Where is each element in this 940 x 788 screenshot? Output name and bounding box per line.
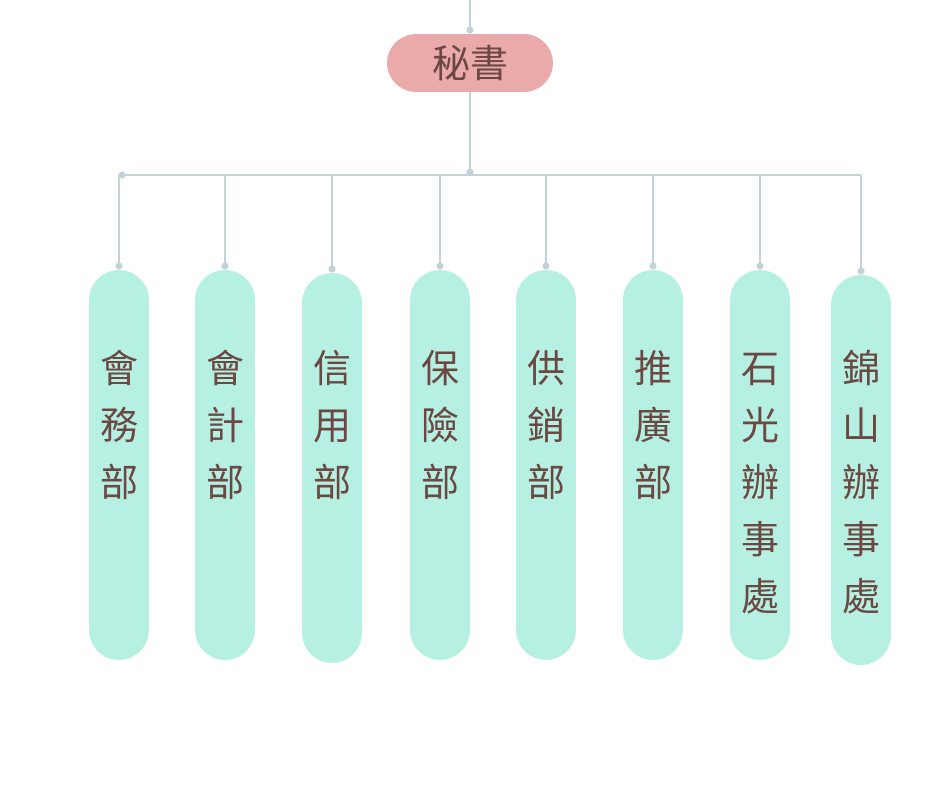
drop-dot <box>436 262 444 270</box>
root-top-dot <box>466 26 474 34</box>
bus-start-dot <box>118 171 126 179</box>
drop-dot <box>115 262 123 270</box>
department-node[interactable]: 推廣部 <box>623 270 683 660</box>
root-stem-dot <box>466 168 474 176</box>
department-node-box <box>410 270 470 660</box>
department-nodes: 會務部 會計部 信用部 保險部 供銷部 推廣部 石光辦事處 錦山辦事處 <box>89 270 891 665</box>
department-node[interactable]: 信用部 <box>302 273 362 663</box>
department-node[interactable]: 供銷部 <box>516 270 576 660</box>
department-node-label: 保險部 <box>421 347 459 505</box>
department-node-box <box>730 270 790 660</box>
department-node-box <box>623 270 683 660</box>
root-node-label: 秘書 <box>432 42 508 86</box>
department-node[interactable]: 石光辦事處 <box>730 270 790 660</box>
drop-dot <box>328 265 336 273</box>
department-node-label: 石光辦事處 <box>741 347 779 619</box>
department-node-label: 供銷部 <box>527 347 565 505</box>
root-node[interactable]: 秘書 <box>387 34 553 92</box>
department-node-label: 錦山辦事處 <box>842 347 880 619</box>
drop-dot <box>542 262 550 270</box>
department-node[interactable]: 會務部 <box>89 270 149 660</box>
department-node-box <box>516 270 576 660</box>
department-node-label: 信用部 <box>313 347 351 505</box>
department-node-box <box>831 275 891 665</box>
department-node[interactable]: 會計部 <box>195 270 255 660</box>
department-node[interactable]: 保險部 <box>410 270 470 660</box>
root-node-box <box>387 34 553 92</box>
drop-dot <box>857 267 865 275</box>
department-node[interactable]: 錦山辦事處 <box>831 275 891 665</box>
department-node-label: 會計部 <box>206 347 244 505</box>
department-node-box <box>89 270 149 660</box>
drop-dot <box>221 262 229 270</box>
connector-lines <box>115 0 865 275</box>
department-node-label: 推廣部 <box>634 347 672 505</box>
drop-dot <box>649 262 657 270</box>
department-node-label: 會務部 <box>100 347 138 505</box>
department-node-box <box>302 273 362 663</box>
department-node-box <box>195 270 255 660</box>
drop-dot <box>756 262 764 270</box>
